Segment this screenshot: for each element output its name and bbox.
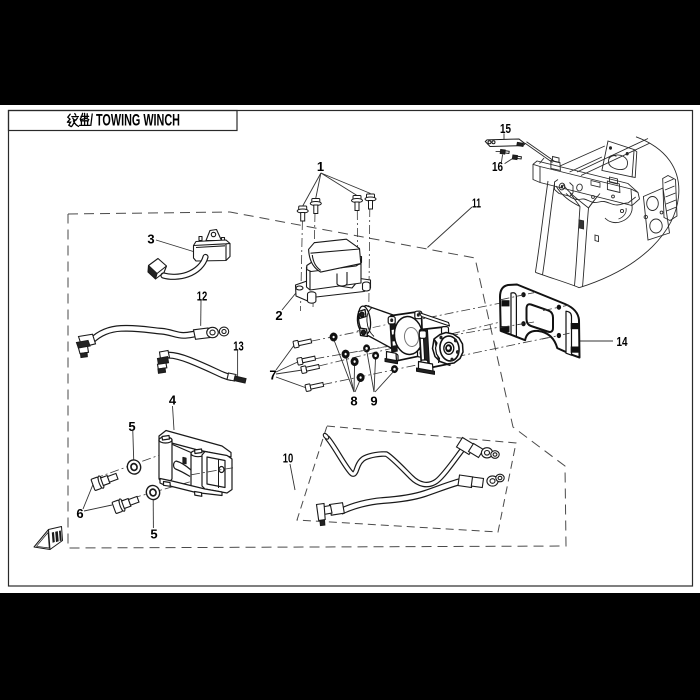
svg-text:4: 4 — [169, 393, 177, 408]
svg-text:3: 3 — [147, 232, 154, 247]
svg-text:7: 7 — [269, 368, 276, 383]
svg-text:5: 5 — [150, 527, 157, 542]
svg-text:9: 9 — [370, 394, 377, 409]
svg-text:/ TOWING WINCH: / TOWING WINCH — [90, 111, 180, 130]
svg-text:10: 10 — [283, 451, 294, 466]
svg-text:6: 6 — [76, 506, 83, 521]
svg-text:13: 13 — [233, 339, 244, 354]
svg-text:15: 15 — [500, 121, 511, 136]
svg-text:16: 16 — [492, 159, 503, 174]
svg-text:14: 14 — [617, 334, 629, 349]
svg-text:11: 11 — [472, 196, 481, 211]
svg-text:5: 5 — [128, 419, 135, 434]
svg-text:2: 2 — [275, 308, 282, 323]
svg-text:12: 12 — [197, 289, 208, 304]
svg-text:8: 8 — [350, 394, 357, 409]
svg-text:1: 1 — [317, 159, 324, 174]
